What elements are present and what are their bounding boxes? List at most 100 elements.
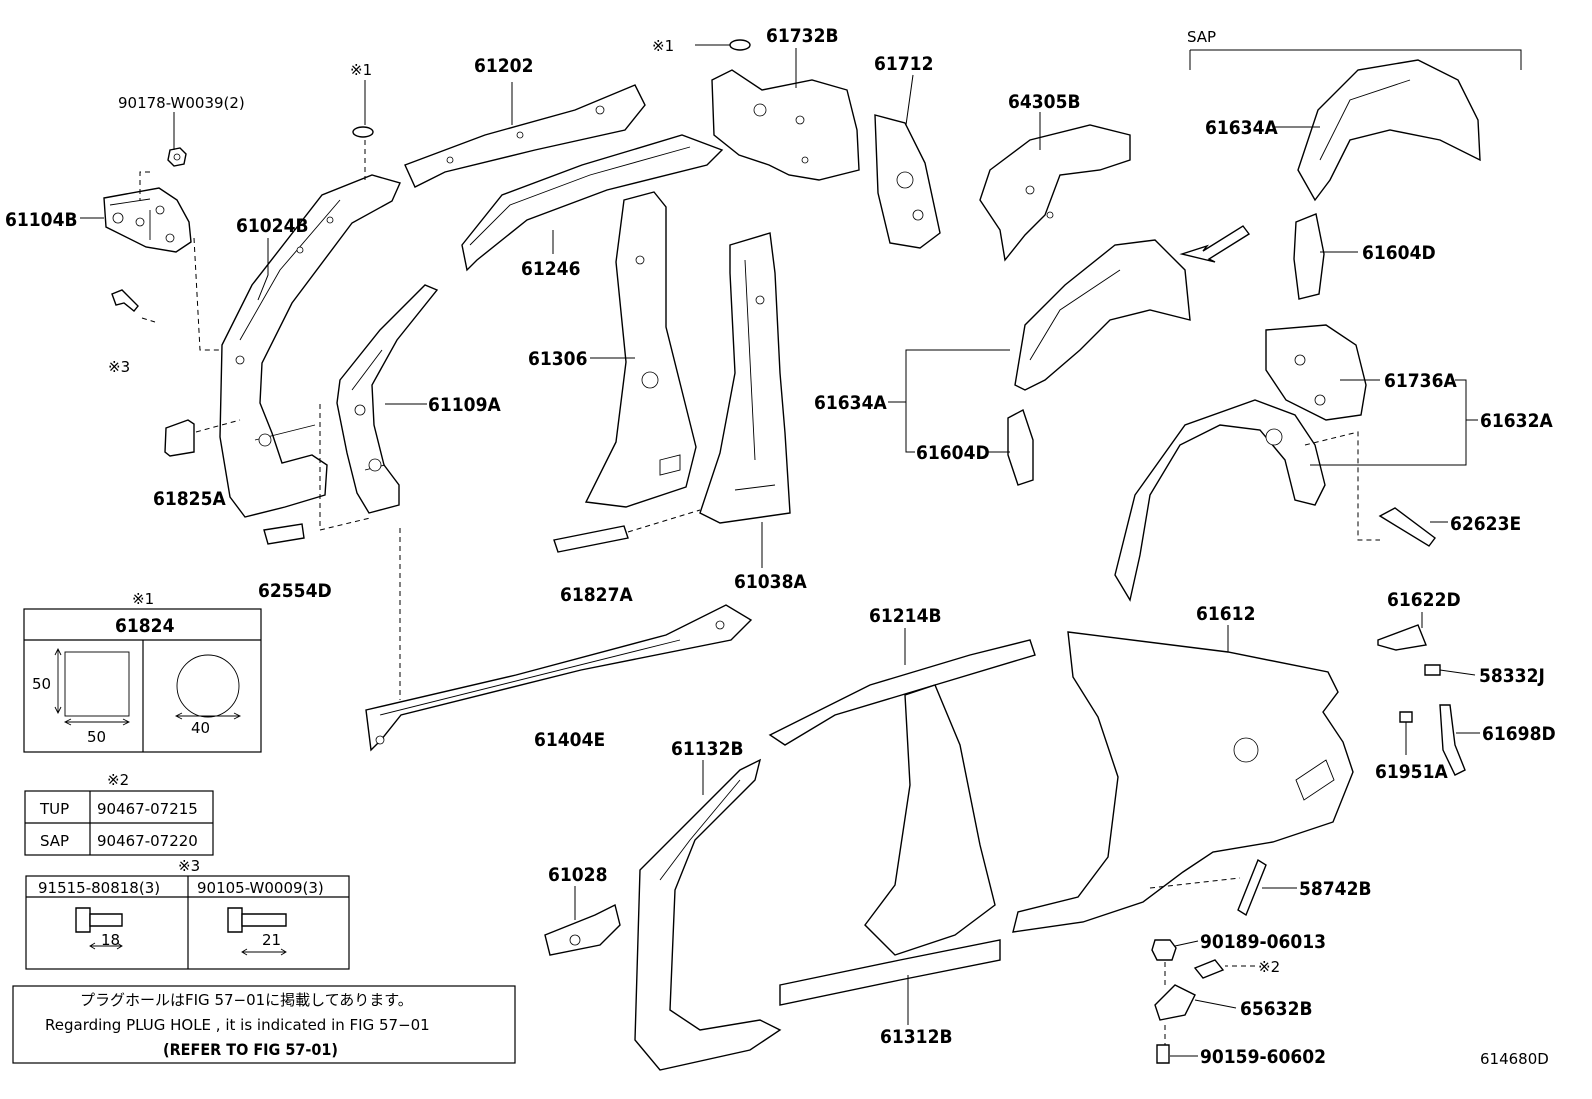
label-90189: 90189-06013 (1200, 931, 1326, 953)
label-61109A: 61109A (428, 394, 501, 416)
panel-61712-drawing (874, 114, 941, 249)
footnote-line3: (REFER TO FIG 57-01) (163, 1040, 338, 1059)
label-90178: 90178-W0039(2) (118, 94, 245, 112)
front-pillar-61132B-drawing (634, 758, 782, 1071)
rocker-61404E-drawing (365, 604, 753, 752)
seal-62623E-drawing (1378, 507, 1436, 547)
pad-61827A-drawing (553, 525, 629, 553)
note2-mark: ※2 (107, 771, 129, 789)
note3-right-dim: 21 (262, 931, 281, 949)
label-90159: 90159-60602 (1200, 1046, 1326, 1068)
bracket-65632B-drawing (1154, 984, 1196, 1021)
wheelhouse-61634A-drawing (1014, 239, 1191, 391)
note-star3-table: ※3 91515-80818(3) 90105-W0009(3) 18 21 (25, 857, 350, 970)
pillar-61024B-drawing (219, 174, 401, 518)
rocker-61312B-drawing (779, 939, 1001, 1006)
nut-90178-drawing (167, 147, 187, 167)
bracket-61698D-drawing (1439, 704, 1466, 776)
label-61214B: 61214B (869, 605, 942, 627)
note1-part: 61824 (115, 615, 175, 637)
label-61604D-sap: 61604D (1362, 242, 1436, 264)
label-64305B: 64305B (1008, 91, 1081, 113)
rail-61202-drawing (404, 84, 646, 188)
label-61632A: 61632A (1480, 410, 1553, 432)
note3-left-part: 91515-80818(3) (38, 879, 160, 897)
label-58332J: 58332J (1479, 665, 1545, 687)
note1-dim-w: 50 (87, 728, 106, 746)
note3-right-part: 90105-W0009(3) (197, 879, 324, 897)
label-61622D: 61622D (1387, 589, 1461, 611)
bolt-star2-drawing (1193, 959, 1225, 979)
bracket-61622D-drawing (1377, 624, 1427, 651)
label-61951A: 61951A (1375, 761, 1448, 783)
label-61732B: 61732B (766, 25, 839, 47)
note1-dim-d: 40 (191, 719, 210, 737)
arrow-drawing (1179, 225, 1251, 263)
note3-left-dim: 18 (101, 931, 120, 949)
label-61312B: 61312B (880, 1026, 953, 1048)
note1-mark: ※1 (132, 590, 154, 608)
note1-dim-h: 50 (32, 675, 51, 693)
label-star3-bolt: ※3 (108, 358, 130, 376)
label-61404E: 61404E (534, 729, 605, 751)
note2-row1-grade: TUP (39, 800, 69, 818)
pad-61951A-drawing (1399, 711, 1413, 723)
label-61634A: 61634A (814, 392, 887, 414)
wheel-arch-61632A-drawing (1114, 399, 1326, 602)
label-61038A: 61038A (734, 571, 807, 593)
pad-62554D-drawing (263, 523, 305, 545)
note3-mark: ※3 (178, 857, 200, 875)
label-diagram-id: 614680D (1480, 1050, 1549, 1068)
pillar-61038A-drawing (699, 232, 791, 524)
label-61246: 61246 (521, 258, 580, 280)
note2-row2-part: 90467-07220 (97, 832, 198, 850)
bracket-61028-drawing (544, 903, 621, 956)
label-star1-b: ※1 (652, 37, 674, 55)
nut-90189-drawing (1151, 939, 1177, 961)
bolt-star3-drawing (111, 289, 139, 312)
wheelhouse-61634A-sap-drawing (1297, 59, 1481, 202)
leader-lines (80, 44, 1522, 1057)
note-star1-table: ※1 61824 50 50 40 (23, 590, 262, 753)
label-star1-top: ※1 (350, 61, 372, 79)
footnote-box: プラグホールはFIG 57−01に掲載してあります。 Regarding PLU… (12, 985, 516, 1064)
label-sap: SAP (1187, 28, 1216, 46)
note2-row1-part: 90467-07215 (97, 800, 198, 818)
seal-58742B-drawing (1237, 858, 1267, 917)
label-58742B: 58742B (1299, 878, 1372, 900)
plug-hole-1-drawing (352, 126, 374, 138)
label-65632B: 65632B (1240, 998, 1313, 1020)
label-62623E: 62623E (1450, 513, 1521, 535)
quarter-panel-61612-drawing (1012, 631, 1354, 933)
bolt-90159-drawing (1156, 1044, 1170, 1064)
panel-61732B-drawing (711, 69, 860, 181)
note-star2-table: ※2 TUP 90467-07215 SAP 90467-07220 (24, 771, 214, 856)
label-61104B: 61104B (5, 209, 78, 231)
bracket-61604D-drawing (1007, 408, 1034, 486)
bracket-61604D-sap-drawing (1293, 213, 1325, 300)
label-61825A: 61825A (153, 488, 226, 510)
label-61612: 61612 (1196, 603, 1255, 625)
note2-row2-grade: SAP (40, 832, 69, 850)
label-61604D: 61604D (916, 442, 990, 464)
bracket-61104B-drawing (103, 187, 192, 253)
rail-61246-drawing (461, 134, 724, 272)
clip-58332J-drawing (1424, 664, 1441, 676)
label-61202: 61202 (474, 55, 533, 77)
label-61132B: 61132B (671, 738, 744, 760)
pillar-61306-drawing (584, 191, 697, 508)
part-labels: 90178-W0039(2) 61104B ※3 61825A ※1 61024… (5, 25, 1556, 1068)
footnote-line2: Regarding PLUG HOLE , it is indicated in… (45, 1016, 430, 1034)
label-61698D: 61698D (1482, 723, 1556, 745)
footnote-line1: プラグホールはFIG 57−01に掲載してあります。 (80, 991, 413, 1009)
label-62554D: 62554D (258, 580, 332, 602)
plug-hole-2-drawing (729, 39, 751, 51)
panel-64305B-drawing (979, 124, 1131, 262)
pillar-61109A-drawing (336, 284, 439, 514)
label-61712: 61712 (874, 53, 933, 75)
label-61028: 61028 (548, 864, 607, 886)
label-star2-clip: ※2 (1258, 958, 1280, 976)
pad-61825A-drawing (164, 419, 195, 457)
label-61736A: 61736A (1384, 370, 1457, 392)
